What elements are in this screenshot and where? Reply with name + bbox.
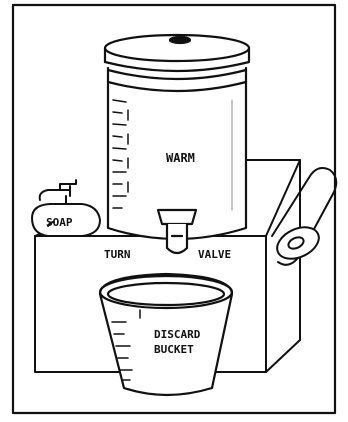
warm-water-container (105, 35, 249, 239)
soap-label: SOAP (46, 216, 73, 229)
valve-label: VALVE (198, 248, 231, 261)
discard-label: DISCARD (154, 328, 201, 341)
paper-towel-roll (272, 168, 336, 265)
turn-label: TURN (104, 248, 131, 261)
warm-label: WARM (166, 151, 195, 165)
bucket-label: BUCKET (154, 343, 194, 356)
